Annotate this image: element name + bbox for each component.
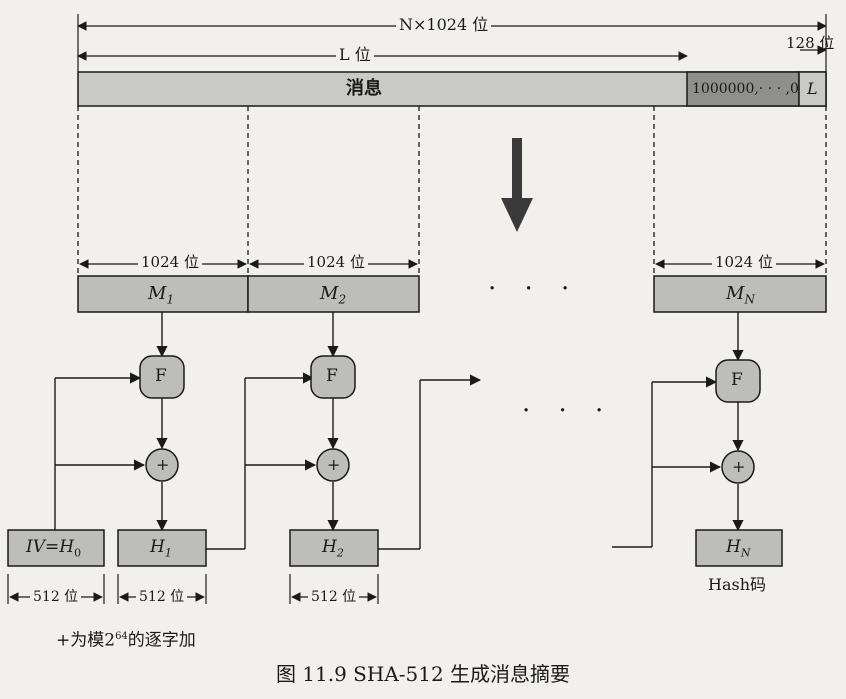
block-size-text-2: 1024 位	[307, 253, 365, 271]
block-m1-sub: 1	[166, 292, 175, 307]
block-m2-label: M2	[320, 285, 346, 306]
hash-width-label-iv: 512 位	[30, 589, 82, 605]
hash-hn-main: H	[726, 537, 741, 557]
addition-note-exp: 64	[115, 631, 128, 642]
hash-hn-box	[695, 529, 783, 567]
block-dividers	[77, 106, 827, 276]
hash-h1-sub: 1	[164, 546, 172, 560]
adder-n	[721, 450, 755, 484]
hash-iv-sub: 0	[74, 546, 82, 560]
block-mn	[653, 275, 827, 313]
add-label-n: +	[732, 457, 746, 476]
hash-h2-box	[289, 529, 379, 567]
hash-hn-label: HN	[726, 537, 751, 560]
length-label: L	[807, 79, 818, 98]
f-label-1: F	[155, 366, 167, 386]
block-size-text-1: 1024 位	[141, 253, 199, 271]
block-size-label-2: 1024 位	[304, 255, 368, 270]
f-label-2: F	[326, 366, 338, 386]
hash-h1-box	[117, 529, 207, 567]
f-box-n	[715, 359, 761, 403]
hash-hn-sub: N	[740, 546, 751, 560]
block-mn-sub: N	[744, 292, 755, 307]
addition-note: +为模264的逐字加	[56, 632, 196, 650]
adder-1	[145, 448, 179, 482]
hash-width-label-h1: 512 位	[136, 589, 188, 605]
hash-width-label-h2: 512 位	[308, 589, 360, 605]
block-m2-sub: 2	[338, 292, 347, 307]
block-m1-main: M	[148, 283, 167, 304]
hash-iv-label: IV=H0	[26, 537, 82, 560]
block-size-label-n: 1024 位	[712, 255, 776, 270]
f-box-1	[139, 355, 185, 399]
hash-output-label: Hash码	[708, 575, 767, 594]
total-length-label: N×1024 位	[396, 15, 492, 34]
hash-width-text-h1: 512 位	[139, 589, 185, 605]
add-label-1: +	[156, 455, 170, 474]
hash-width-text-h2: 512 位	[311, 589, 357, 605]
message-length-label: L 位	[336, 47, 374, 63]
block-m1	[77, 275, 249, 313]
hash-h1-main: H	[150, 537, 165, 557]
f-box-2	[310, 355, 356, 399]
block-m1-label: M1	[148, 285, 174, 306]
length-field	[798, 71, 827, 107]
add-label-2: +	[327, 455, 341, 474]
hash-h2-label: H2	[322, 537, 344, 560]
block-m2-main: M	[320, 283, 339, 304]
hash-iv-box	[7, 529, 105, 567]
length-field-bits-label: 128 位	[786, 34, 835, 52]
message-label: 消息	[346, 78, 382, 99]
figure-caption: 图 11.9 SHA-512 生成消息摘要	[275, 662, 571, 686]
hash-h1-label: H1	[150, 537, 172, 560]
block-size-text-n: 1024 位	[715, 253, 773, 271]
block-mn-label: MN	[726, 285, 755, 306]
ellipsis-stages: · · ·	[522, 396, 614, 426]
adder-2	[316, 448, 350, 482]
addition-note-text: +为模2	[56, 630, 116, 651]
block-mn-main: M	[726, 283, 745, 304]
hash-iv-main: IV=H	[26, 537, 75, 557]
block-size-label-1: 1024 位	[138, 255, 202, 270]
f-label-n: F	[731, 370, 743, 390]
block-m2	[247, 275, 420, 313]
message-length-text: L 位	[339, 45, 371, 64]
hash-width-text-iv: 512 位	[33, 589, 79, 605]
hash-h2-main: H	[322, 537, 337, 557]
expand-arrow-icon	[501, 138, 533, 232]
ellipsis-blocks: · · ·	[488, 274, 580, 304]
addition-note-tail: 的逐字加	[127, 630, 196, 651]
padding-label: 1000000,· · · ,0	[692, 81, 799, 97]
hash-h2-sub: 2	[336, 546, 344, 560]
total-length-text: N×1024 位	[399, 15, 489, 34]
